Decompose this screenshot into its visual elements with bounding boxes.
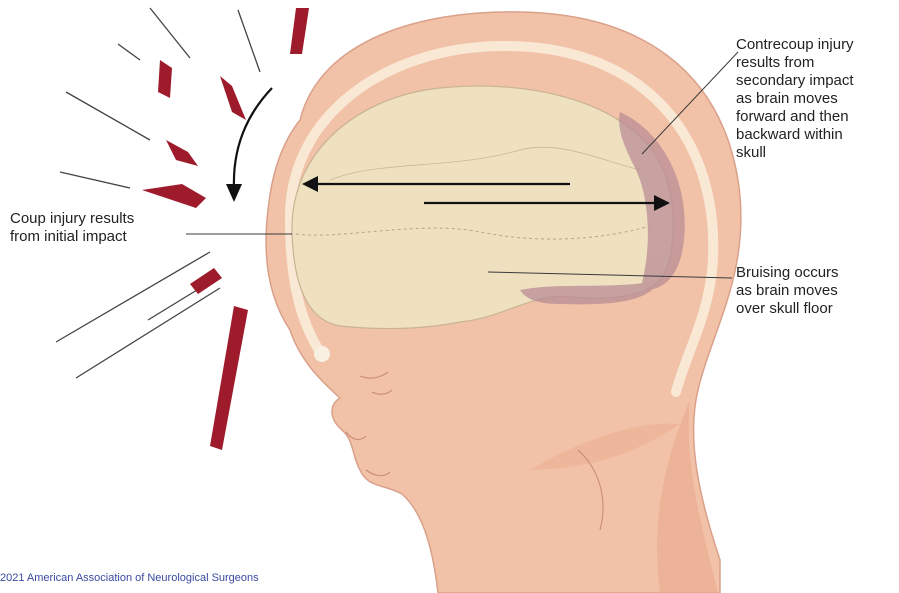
coup-label: Coup injury results from initial impact: [10, 210, 190, 246]
contrecoup-label: Contrecoup injury results from secondary…: [736, 36, 896, 162]
impact-shard: [142, 184, 206, 208]
impact-shard: [290, 8, 309, 54]
impact-line: [76, 288, 220, 378]
impact-line: [66, 92, 150, 140]
copyright-notice: 2021 American Association of Neurologica…: [0, 572, 259, 584]
impact-line: [60, 172, 130, 188]
impact-shard: [210, 306, 248, 450]
impact-line: [56, 252, 210, 342]
impact-shard: [220, 76, 246, 120]
impact-line: [238, 10, 260, 72]
impact-line: [150, 8, 190, 58]
impact-shard: [158, 60, 172, 98]
impact-line: [118, 44, 140, 60]
impact-shard: [166, 140, 198, 166]
bruising-label: Bruising occurs as brain moves over skul…: [736, 264, 896, 318]
